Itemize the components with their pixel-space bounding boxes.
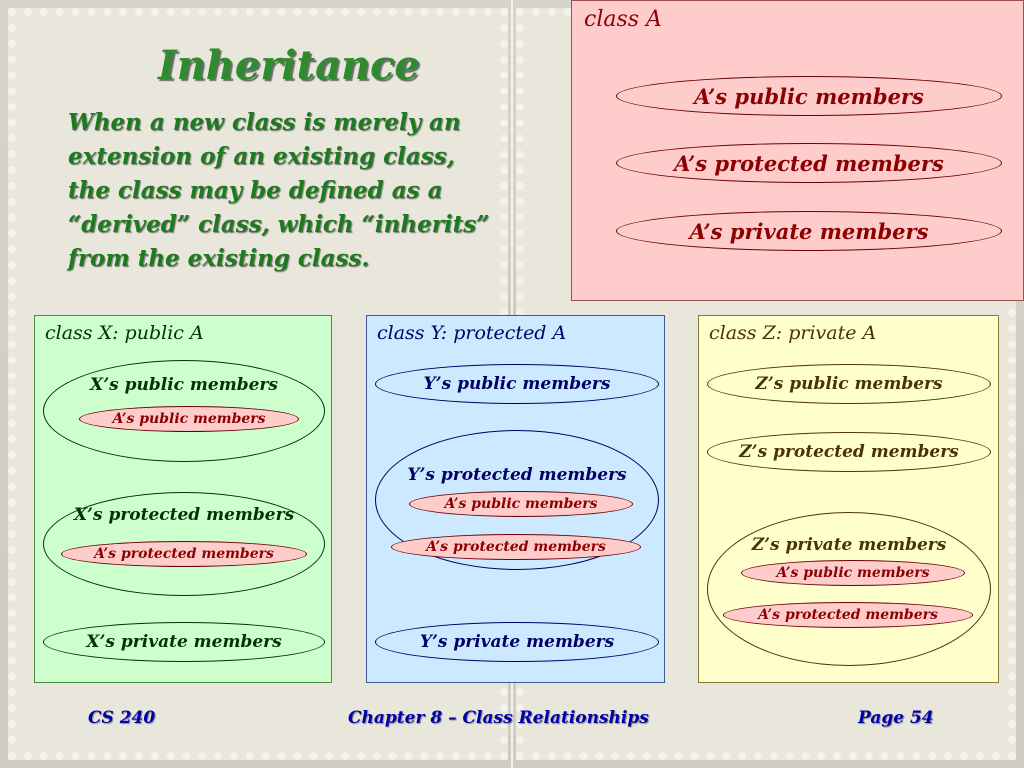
z-inherited-protected-pill: A’s protected members xyxy=(723,602,973,628)
x-public-label: X’s public members xyxy=(90,375,278,395)
x-protected-label: X’s protected members xyxy=(73,505,295,525)
intro-line: When a new class is merely an xyxy=(68,109,461,136)
intro-text: When a new class is merely an extension … xyxy=(68,106,568,276)
intro-line: “derived” class, which “inherits” xyxy=(68,211,490,238)
x-inherited-public-pill: A’s public members xyxy=(79,406,299,432)
intro-line: extension of an existing class, xyxy=(68,143,455,170)
class-x-label: class X: public A xyxy=(45,322,204,344)
a-private-oval: A’s private members xyxy=(616,211,1002,251)
footer-course: CS 240 xyxy=(88,708,156,728)
class-y-label: class Y: protected A xyxy=(377,322,567,344)
class-z-box: class Z: private A Z’s public members Z’… xyxy=(698,315,999,683)
y-protected-label: Y’s protected members xyxy=(407,465,627,485)
x-private-oval: X’s private members xyxy=(43,622,325,662)
footer-chapter: Chapter 8 – Class Relationships xyxy=(348,708,649,728)
slide-title: Inheritance xyxy=(158,42,420,89)
y-inherited-public-pill: A’s public members xyxy=(409,491,633,517)
y-public-oval: Y’s public members xyxy=(375,364,659,404)
intro-line: from the existing class. xyxy=(68,245,370,272)
a-public-oval: A’s public members xyxy=(616,76,1002,116)
footer-page: Page 54 xyxy=(858,708,934,728)
x-public-group: X’s public members xyxy=(43,360,325,462)
class-y-box: class Y: protected A Y’s public members … xyxy=(366,315,665,683)
class-a-label: class A xyxy=(584,7,662,32)
z-private-group: Z’s private members xyxy=(707,512,991,666)
x-inherited-protected-pill: A’s protected members xyxy=(61,541,307,567)
y-private-oval: Y’s private members xyxy=(375,622,659,662)
intro-line: the class may be defined as a xyxy=(68,177,443,204)
z-private-label: Z’s private members xyxy=(751,535,947,555)
z-protected-oval: Z’s protected members xyxy=(707,432,991,472)
z-public-oval: Z’s public members xyxy=(707,364,991,404)
a-protected-oval: A’s protected members xyxy=(616,143,1002,183)
x-protected-group: X’s protected members xyxy=(43,492,325,596)
z-inherited-public-pill: A’s public members xyxy=(741,560,965,586)
y-inherited-protected-pill: A’s protected members xyxy=(391,534,641,560)
class-a-box: class A A’s public members A’s protected… xyxy=(571,0,1024,301)
class-x-box: class X: public A X’s public members A’s… xyxy=(34,315,332,683)
class-z-label: class Z: private A xyxy=(709,322,877,344)
y-protected-group: Y’s protected members xyxy=(375,430,659,570)
